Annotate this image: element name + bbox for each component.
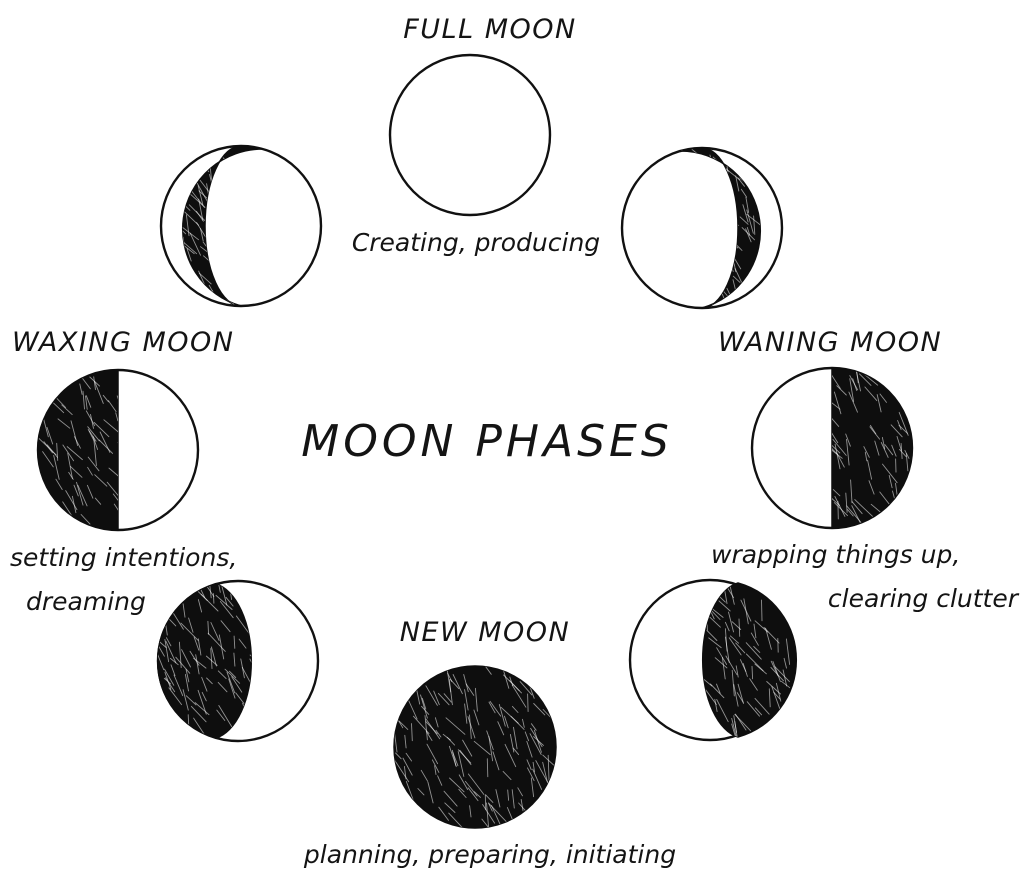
full-moon-note: Creating, producing bbox=[352, 228, 600, 257]
waxing-moon-note-line1: setting intentions, bbox=[10, 543, 237, 572]
waxing-moon-label: WAXING MOON bbox=[12, 327, 234, 358]
waning-moon-label: WANING MOON bbox=[718, 327, 942, 358]
waning-crescent-moon-icon bbox=[630, 580, 796, 740]
waxing-moon-note-line2: dreaming bbox=[26, 587, 146, 616]
waxing-gibbous-moon-icon bbox=[161, 146, 321, 306]
hatch-stroke bbox=[487, 759, 488, 777]
waxing-half-moon-icon bbox=[38, 370, 198, 530]
new-moon-label: NEW MOON bbox=[400, 617, 571, 648]
hatch-stroke bbox=[528, 694, 529, 712]
hatch-stroke bbox=[213, 594, 214, 604]
waning-moon-note-line2: clearing clutter bbox=[828, 584, 1020, 613]
full-moon-icon bbox=[390, 55, 550, 215]
diagram-title: MOON PHASES bbox=[301, 416, 673, 467]
new-moon-note: planning, preparing, initiating bbox=[303, 840, 676, 869]
full-moon-label: FULL MOON bbox=[403, 14, 576, 45]
waxing-crescent-moon-icon bbox=[158, 581, 318, 741]
hatch-stroke bbox=[762, 600, 763, 621]
waning-moon-note-line1: wrapping things up, bbox=[711, 540, 960, 569]
hatch-stroke bbox=[752, 666, 753, 679]
waning-gibbous-moon-icon bbox=[622, 148, 782, 308]
